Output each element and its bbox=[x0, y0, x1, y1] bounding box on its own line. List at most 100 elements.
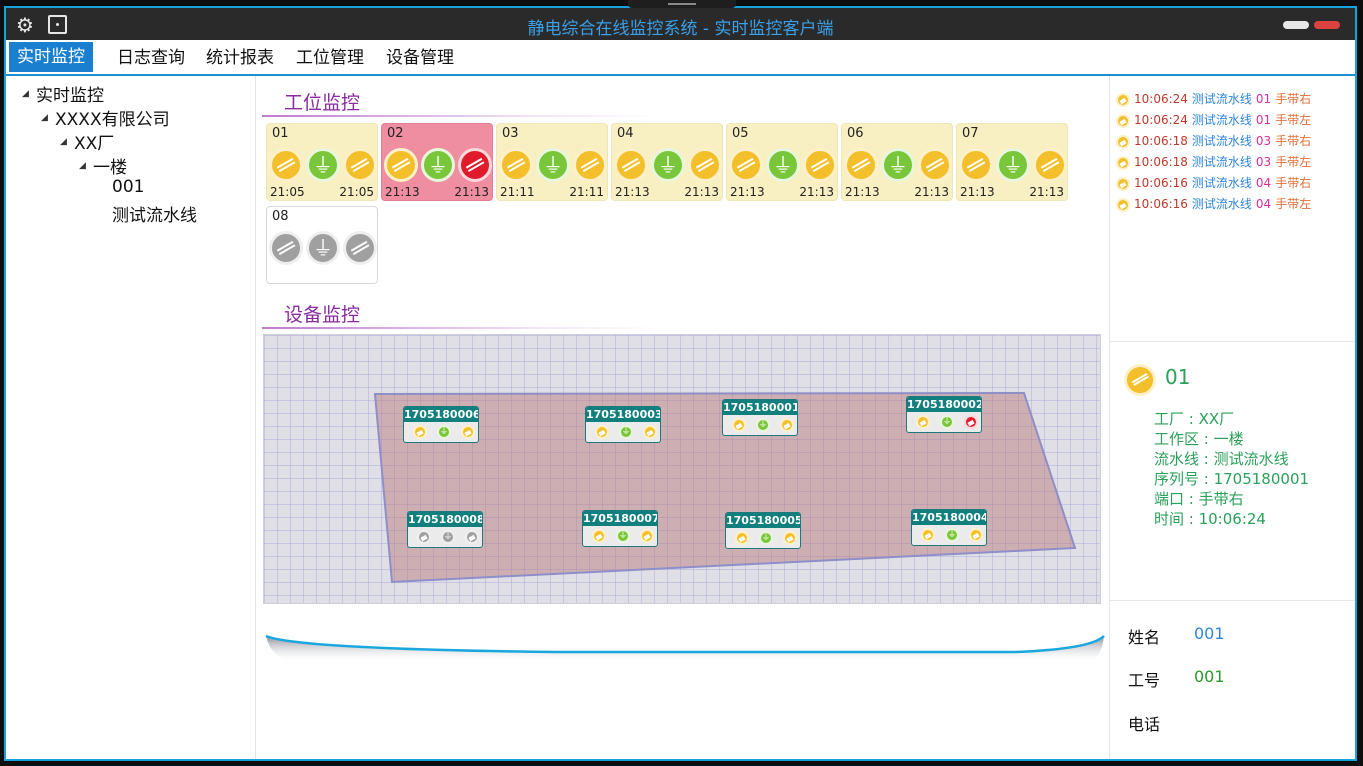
log-line: 测试流水线 bbox=[1191, 176, 1252, 190]
divider bbox=[1110, 600, 1355, 601]
tree-item-workshop[interactable]: 001 bbox=[112, 177, 145, 197]
menu-device-management[interactable]: 设备管理 bbox=[386, 48, 454, 68]
station-number: 02 bbox=[387, 126, 404, 141]
station-monitor-title: 工位监控 bbox=[284, 92, 361, 114]
tree-item-floor[interactable]: 一楼 bbox=[93, 158, 127, 178]
wrist-strap-icon bbox=[1116, 155, 1130, 170]
wrist-strap-icon bbox=[735, 531, 749, 545]
device-node[interactable]: 1705180001 bbox=[722, 399, 798, 436]
wrist-strap-icon bbox=[595, 425, 609, 439]
device-serial: 1705180002 bbox=[907, 397, 982, 412]
expand-arrow-icon[interactable]: ◢ bbox=[22, 89, 29, 99]
gear-icon[interactable]: ⚙ bbox=[16, 13, 34, 37]
ground-icon bbox=[996, 148, 1030, 182]
alarm-icon bbox=[458, 148, 492, 182]
title-bar: ⚙ 静电综合在线监控系统 - 实时监控客户端 bbox=[6, 8, 1355, 40]
log-line: 测试流水线 bbox=[1191, 134, 1252, 148]
tree-panel: ◢ 实时监控 ◢ XXXX有限公司 ◢ XX厂 ◢ 一楼 001 测试流水线 bbox=[6, 76, 256, 759]
device-status-icons bbox=[912, 528, 986, 544]
expand-arrow-icon[interactable]: ◢ bbox=[60, 137, 67, 147]
device-node[interactable]: 1705180008 bbox=[407, 511, 483, 548]
device-node[interactable]: 1705180003 bbox=[585, 406, 661, 443]
menu-station-management[interactable]: 工位管理 bbox=[296, 48, 364, 68]
wrist-strap-icon bbox=[1116, 197, 1130, 212]
work-zone-polygon bbox=[373, 391, 1077, 584]
main-menu: 实时监控 日志查询 统计报表 工位管理 设备管理 bbox=[6, 40, 1355, 76]
name-value: 001 bbox=[1194, 624, 1225, 643]
device-node[interactable]: 1705180002 bbox=[906, 396, 982, 433]
device-serial: 1705180007 bbox=[583, 511, 658, 526]
station-status-icons bbox=[729, 148, 837, 182]
wrist-strap-offline-icon bbox=[343, 231, 377, 265]
wrist-strap-icon bbox=[729, 148, 763, 182]
log-time: 10:06:18 bbox=[1134, 134, 1188, 148]
station-time-right: 21:11 bbox=[569, 185, 604, 199]
wrist-strap-offline-icon bbox=[269, 231, 303, 265]
log-port: 手带左 bbox=[1275, 155, 1312, 169]
close-button[interactable] bbox=[1314, 21, 1340, 29]
station-status-icons bbox=[959, 148, 1067, 182]
station-card[interactable]: 08 bbox=[266, 206, 378, 284]
device-serial: 1705180008 bbox=[408, 512, 483, 527]
window-drag-grip[interactable] bbox=[628, 0, 736, 8]
tree-item-factory[interactable]: XX厂 bbox=[74, 134, 115, 154]
log-time: 10:06:24 bbox=[1134, 113, 1188, 127]
tree-item-realtime-monitor[interactable]: 实时监控 bbox=[36, 86, 104, 106]
wrist-strap-icon bbox=[592, 529, 606, 543]
station-time-left: 21:13 bbox=[730, 185, 765, 199]
menu-log-query[interactable]: 日志查询 bbox=[117, 48, 185, 68]
station-status-icons bbox=[844, 148, 952, 182]
detail-line: 流水线 : 测试流水线 bbox=[1154, 450, 1289, 468]
device-node[interactable]: 1705180005 bbox=[725, 512, 801, 549]
device-serial: 1705180003 bbox=[586, 407, 661, 422]
device-node[interactable]: 1705180007 bbox=[582, 510, 658, 547]
wrist-strap-icon bbox=[640, 529, 654, 543]
menu-realtime-monitor[interactable]: 实时监控 bbox=[9, 42, 93, 72]
log-station: 04 bbox=[1255, 197, 1272, 211]
detail-time: 时间 : 10:06:24 bbox=[1154, 510, 1266, 528]
station-number: 06 bbox=[847, 126, 864, 141]
expand-arrow-icon[interactable]: ◢ bbox=[41, 113, 48, 123]
ground-offline-icon bbox=[306, 231, 340, 265]
expand-arrow-icon[interactable]: ◢ bbox=[79, 161, 86, 171]
log-station: 04 bbox=[1255, 176, 1272, 190]
log-port: 手带左 bbox=[1275, 197, 1312, 211]
wrist-strap-icon bbox=[499, 148, 533, 182]
wrist-strap-icon bbox=[916, 415, 930, 429]
device-map: 1705180006 1705180003 1705180001 1705180002… bbox=[263, 334, 1101, 604]
log-port: 手带右 bbox=[1275, 134, 1312, 148]
device-node[interactable]: 1705180006 bbox=[403, 406, 479, 443]
dice-icon[interactable] bbox=[48, 15, 67, 34]
tree-item-company[interactable]: XXXX有限公司 bbox=[55, 110, 170, 130]
detail-work-area: 工作区 : 一楼 bbox=[1154, 430, 1244, 448]
window-title: 静电综合在线监控系统 - 实时监控客户端 bbox=[527, 19, 834, 39]
ground-icon bbox=[536, 148, 570, 182]
tree-item-test-line[interactable]: 测试流水线 bbox=[112, 206, 197, 226]
device-serial: 1705180006 bbox=[404, 407, 479, 422]
station-time-right: 21:13 bbox=[684, 185, 719, 199]
minimize-button[interactable] bbox=[1283, 21, 1309, 29]
menu-statistics-report[interactable]: 统计报表 bbox=[206, 48, 274, 68]
device-serial: 1705180001 bbox=[723, 400, 798, 415]
ground-offline-icon bbox=[441, 530, 455, 544]
ground-icon bbox=[766, 148, 800, 182]
device-node[interactable]: 1705180004 bbox=[911, 509, 987, 546]
log-station: 01 bbox=[1255, 113, 1272, 127]
section-divider bbox=[262, 115, 662, 117]
log-line: 测试流水线 bbox=[1191, 113, 1252, 127]
log-line: 测试流水线 bbox=[1191, 197, 1252, 211]
station-time-right: 21:13 bbox=[914, 185, 949, 199]
